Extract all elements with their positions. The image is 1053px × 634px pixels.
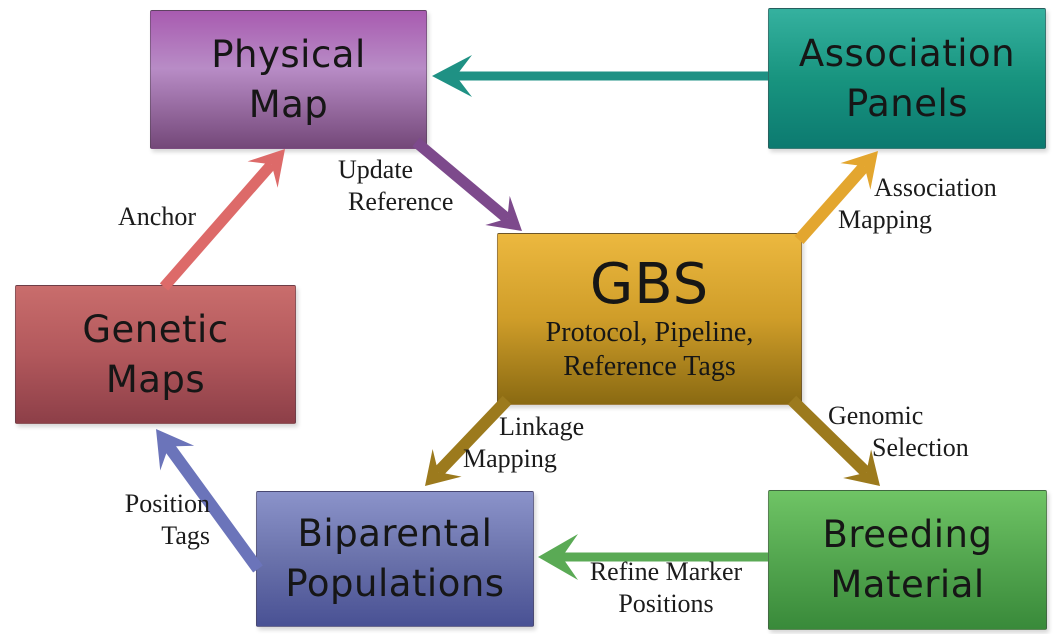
edge-label-line: Association	[874, 173, 997, 202]
node-label-line: Genetic	[82, 307, 229, 351]
node-biparental-populations: Biparental Populations	[256, 491, 534, 627]
edge-label-position-tags: Position Tags	[90, 488, 210, 552]
edge-label-anchor: Anchor	[118, 201, 196, 233]
edge-label-line: Linkage	[499, 412, 585, 441]
arrow-linkage-mapping	[425, 395, 512, 486]
edge-label-update-reference: Update Reference	[338, 154, 453, 218]
edge-label-line: Mapping	[838, 205, 932, 234]
arrowhead-linkage-mapping	[425, 449, 462, 486]
edge-label-line: Selection	[872, 433, 969, 462]
gbs-subtitle-line: Reference Tags	[563, 351, 736, 382]
gbs-title: GBS	[589, 252, 710, 317]
edge-label-line: Anchor	[118, 202, 196, 231]
arrow-association-to-physical-map	[432, 55, 768, 97]
edge-label-line: Refine Marker	[589, 557, 743, 586]
node-label-line: Breeding	[822, 513, 993, 556]
arrowhead-update-reference	[485, 195, 522, 231]
edge-label-genomic-selection: Genomic Selection	[828, 400, 969, 464]
node-physical-map: Physical Map	[150, 10, 427, 149]
arrow-anchor	[159, 149, 285, 291]
edge-label-line: Reference	[348, 187, 454, 216]
arrowhead-refine-marker-positions	[538, 534, 578, 580]
arrowhead-association-to-physical-map	[432, 55, 472, 97]
node-label-line: Map	[248, 82, 329, 126]
arrow-position-tags	[156, 429, 263, 573]
node-label-line: Maps	[105, 357, 206, 401]
edge-label-association-mapping: Association Mapping	[838, 172, 997, 236]
edge-label-refine-marker-positions: Refine Marker Positions	[578, 556, 754, 620]
arrowhead-anchor	[247, 149, 285, 188]
edge-label-line: Positions	[618, 589, 714, 618]
arrowhead-genomic-selection	[843, 449, 880, 486]
node-genetic-maps: Genetic Maps	[15, 285, 296, 424]
arrow-update-reference	[412, 137, 522, 231]
node-association-panels: Association Panels	[768, 8, 1046, 149]
node-label-line: Physical	[211, 32, 366, 76]
edge-label-line: Position	[124, 489, 210, 518]
edge-label-line: Genomic	[828, 401, 924, 430]
node-label-line: Material	[830, 563, 985, 606]
edge-label-line: Tags	[161, 521, 210, 550]
node-gbs: GBS Protocol, Pipeline, Reference Tags	[497, 233, 802, 405]
arrow-association-mapping	[794, 151, 878, 244]
node-label-line: Populations	[285, 562, 505, 605]
arrowhead-position-tags	[156, 429, 195, 471]
edge-label-line: Mapping	[463, 444, 557, 473]
node-breeding-material: Breeding Material	[768, 490, 1047, 630]
node-label-line: Biparental	[297, 512, 493, 555]
arrow-refine-marker-positions	[538, 534, 768, 580]
arrowhead-association-mapping	[840, 151, 878, 190]
arrow-genomic-selection	[787, 395, 880, 486]
node-label-line: Association	[798, 31, 1016, 75]
edge-label-linkage-mapping: Linkage Mapping	[463, 411, 584, 475]
edge-label-line: Update	[338, 155, 414, 184]
node-label-line: Panels	[845, 81, 969, 125]
gbs-subtitle-line: Protocol, Pipeline,	[545, 317, 754, 348]
